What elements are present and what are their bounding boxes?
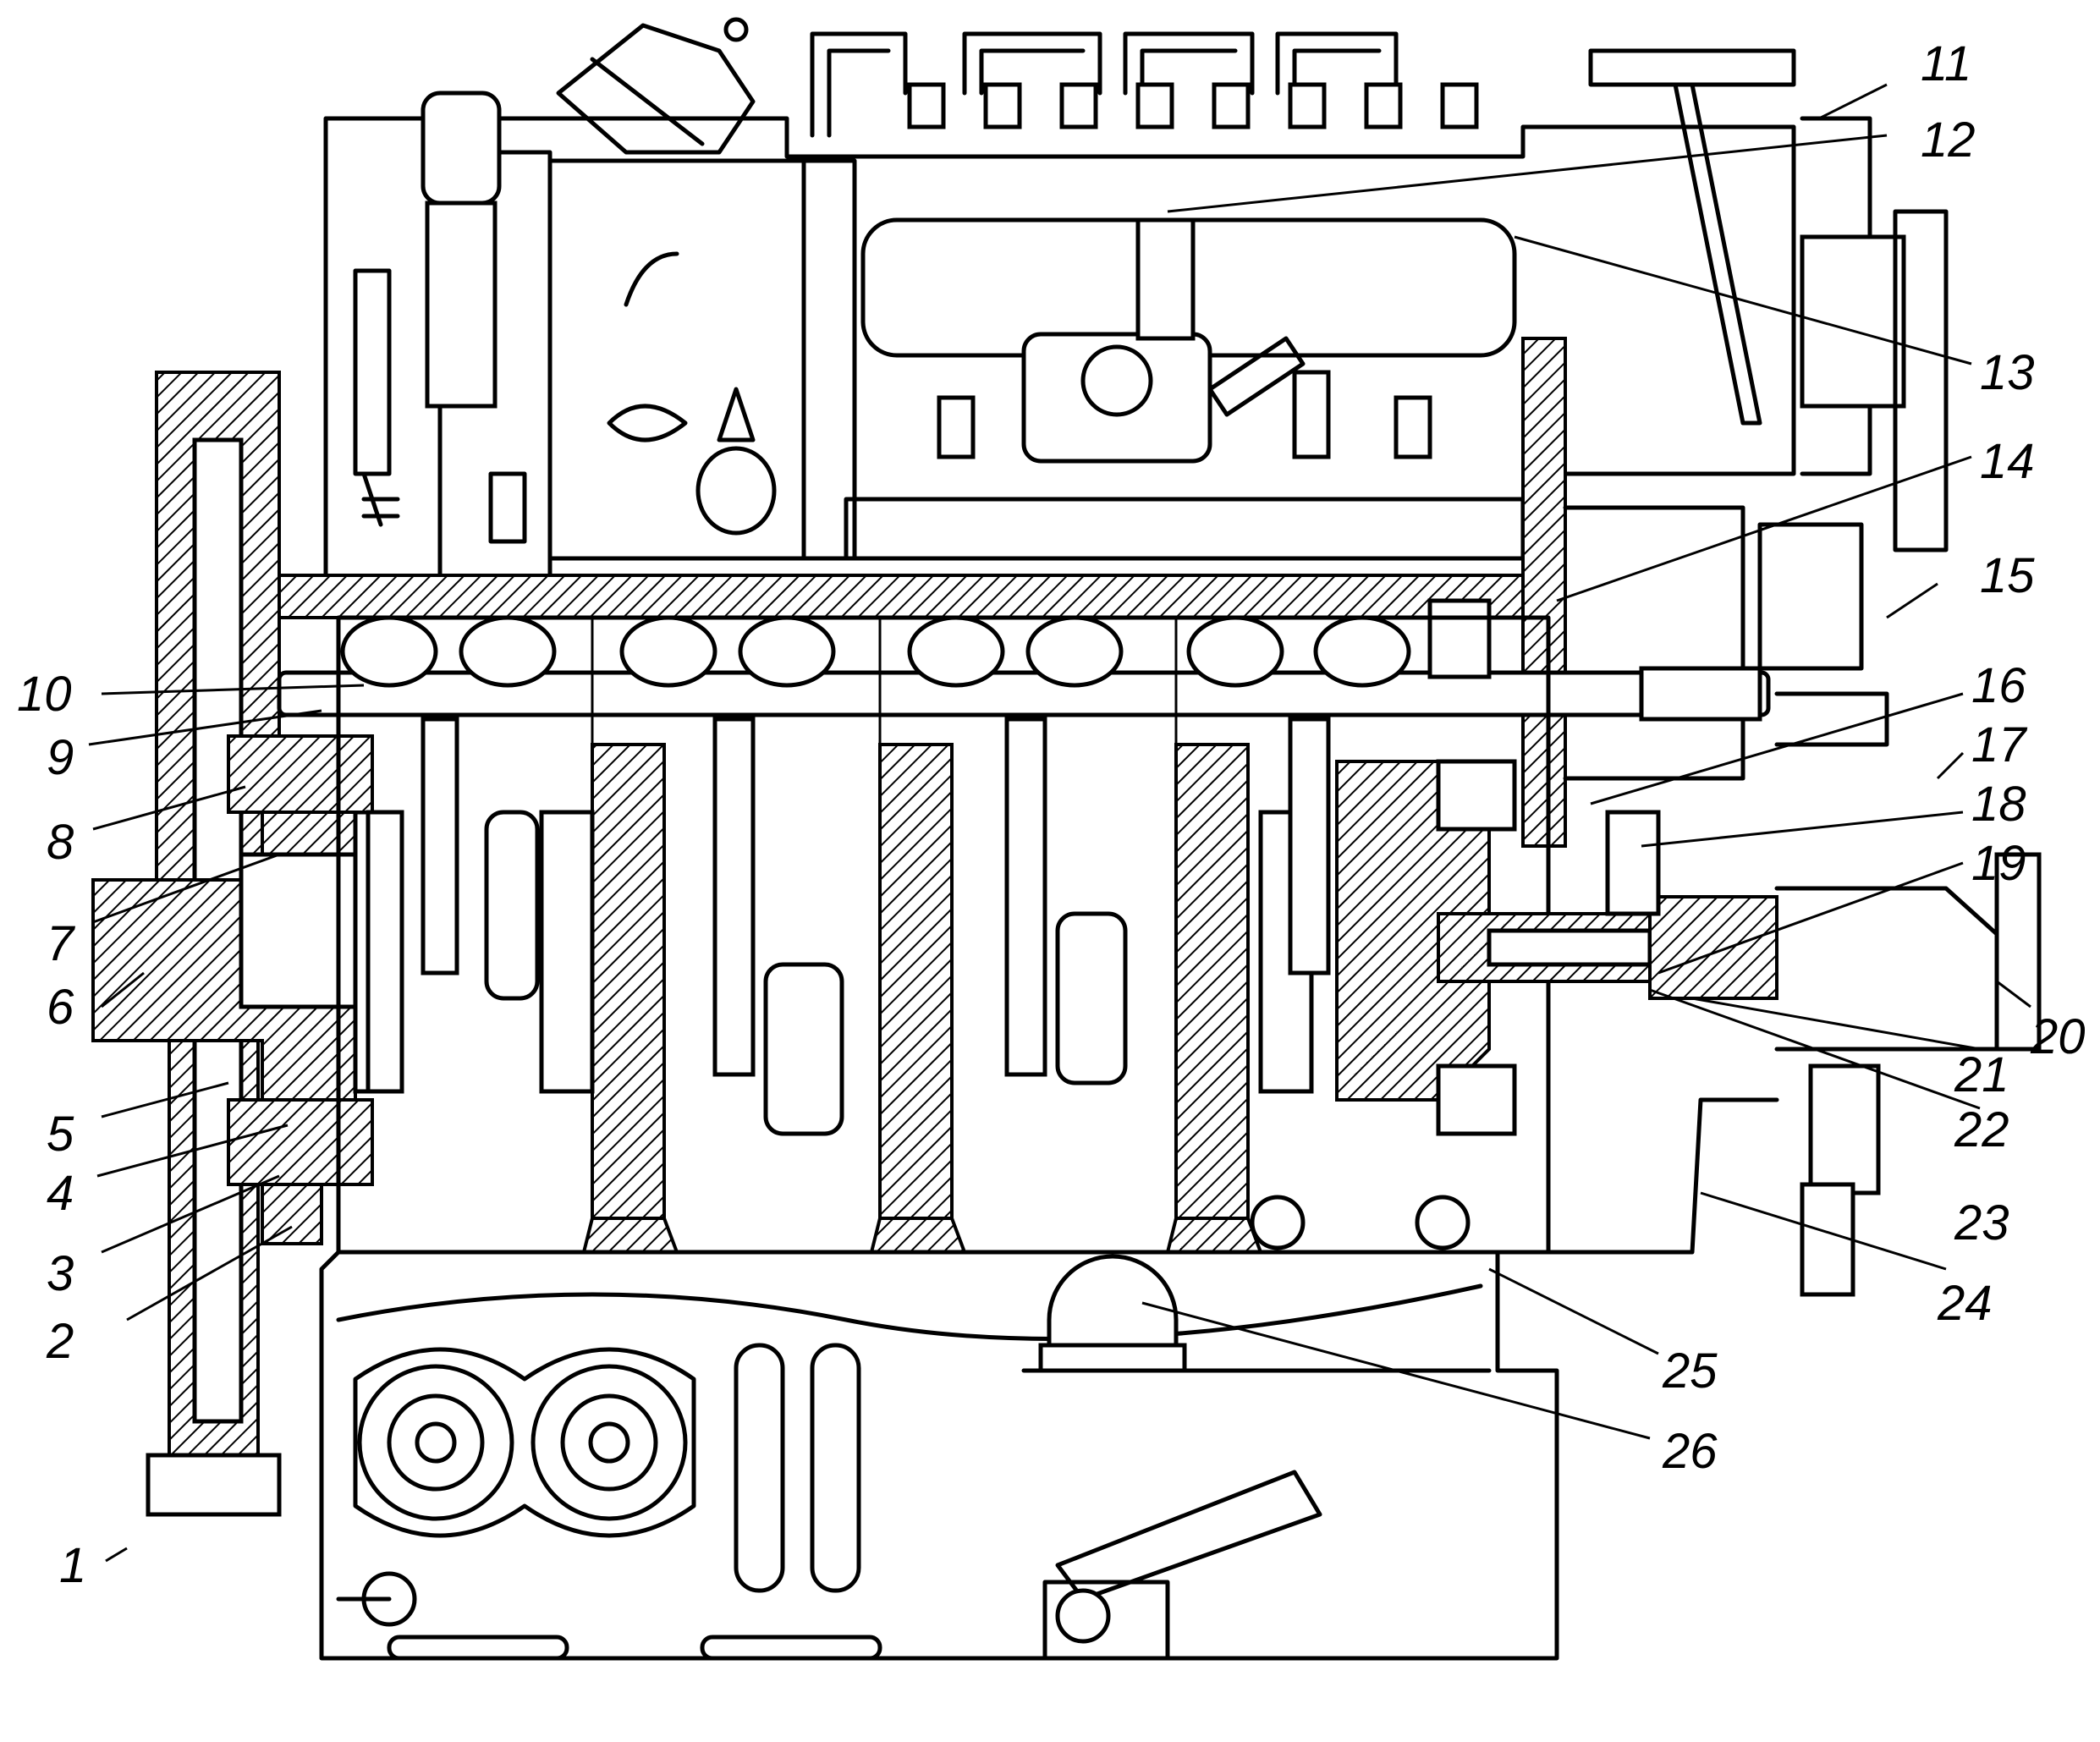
injector-nuts [907,82,1479,129]
connecting-rods [421,717,1331,1077]
callout-15: 15 [1980,548,2035,603]
valve-springs [353,91,777,544]
callout-23: 23 [1954,1195,2009,1250]
crankshaft [366,717,1331,1254]
callout-17: 17 [1971,717,2028,772]
rear-crank-flange [1335,759,2042,1297]
callout-19: 19 [1971,836,2026,891]
callout-10: 10 [17,667,72,722]
leader-lines [88,83,2031,1563]
oil-sump [319,1250,1559,1661]
callout-6: 6 [47,980,74,1035]
callout-11: 11 [1921,36,1971,91]
callout-24: 24 [1937,1276,1993,1331]
callout-7: 7 [47,916,76,971]
callout-18: 18 [1971,777,2026,832]
oil-breather-dome [1038,1254,1187,1373]
callout-25: 25 [1662,1344,1718,1399]
main-bearing-caps [581,1217,1263,1254]
injection-pipes [810,31,1479,138]
timing-gear-case [1521,48,1949,848]
oil-passage-holes [1250,1195,1471,1250]
callout-12: 12 [1921,113,1976,168]
callout-22: 22 [1954,1102,2009,1157]
crank-pulley-hub [91,734,392,1245]
callout-13: 13 [1980,345,2035,400]
callout-3: 3 [47,1246,74,1301]
callout-9: 9 [47,730,74,785]
fuel-pump [937,217,1432,464]
fuel-feed-pump [1757,522,1889,747]
callout-20: 20 [2030,1009,2086,1064]
engine-drawing [91,17,2042,1661]
callout-2: 2 [46,1314,74,1369]
sump-slots [387,1635,882,1661]
camshaft [277,598,1771,722]
callout-8: 8 [47,815,74,870]
callout-labels: 1 2 3 4 5 6 7 8 9 10 11 12 13 14 15 16 1… [17,36,2086,1593]
crank-webs [366,743,1314,1220]
oil-pump-gears [336,1343,1322,1661]
cam-lobes [340,615,1411,688]
callout-1: 1 [59,1538,86,1593]
callout-4: 4 [47,1166,74,1221]
callout-14: 14 [1980,434,2035,489]
rod-bearings [484,810,1128,1136]
callout-16: 16 [1971,658,2026,713]
oil-filler-cap [556,17,756,155]
callout-26: 26 [1662,1424,1718,1479]
callout-5: 5 [47,1107,74,1162]
callout-21: 21 [1954,1047,2009,1102]
